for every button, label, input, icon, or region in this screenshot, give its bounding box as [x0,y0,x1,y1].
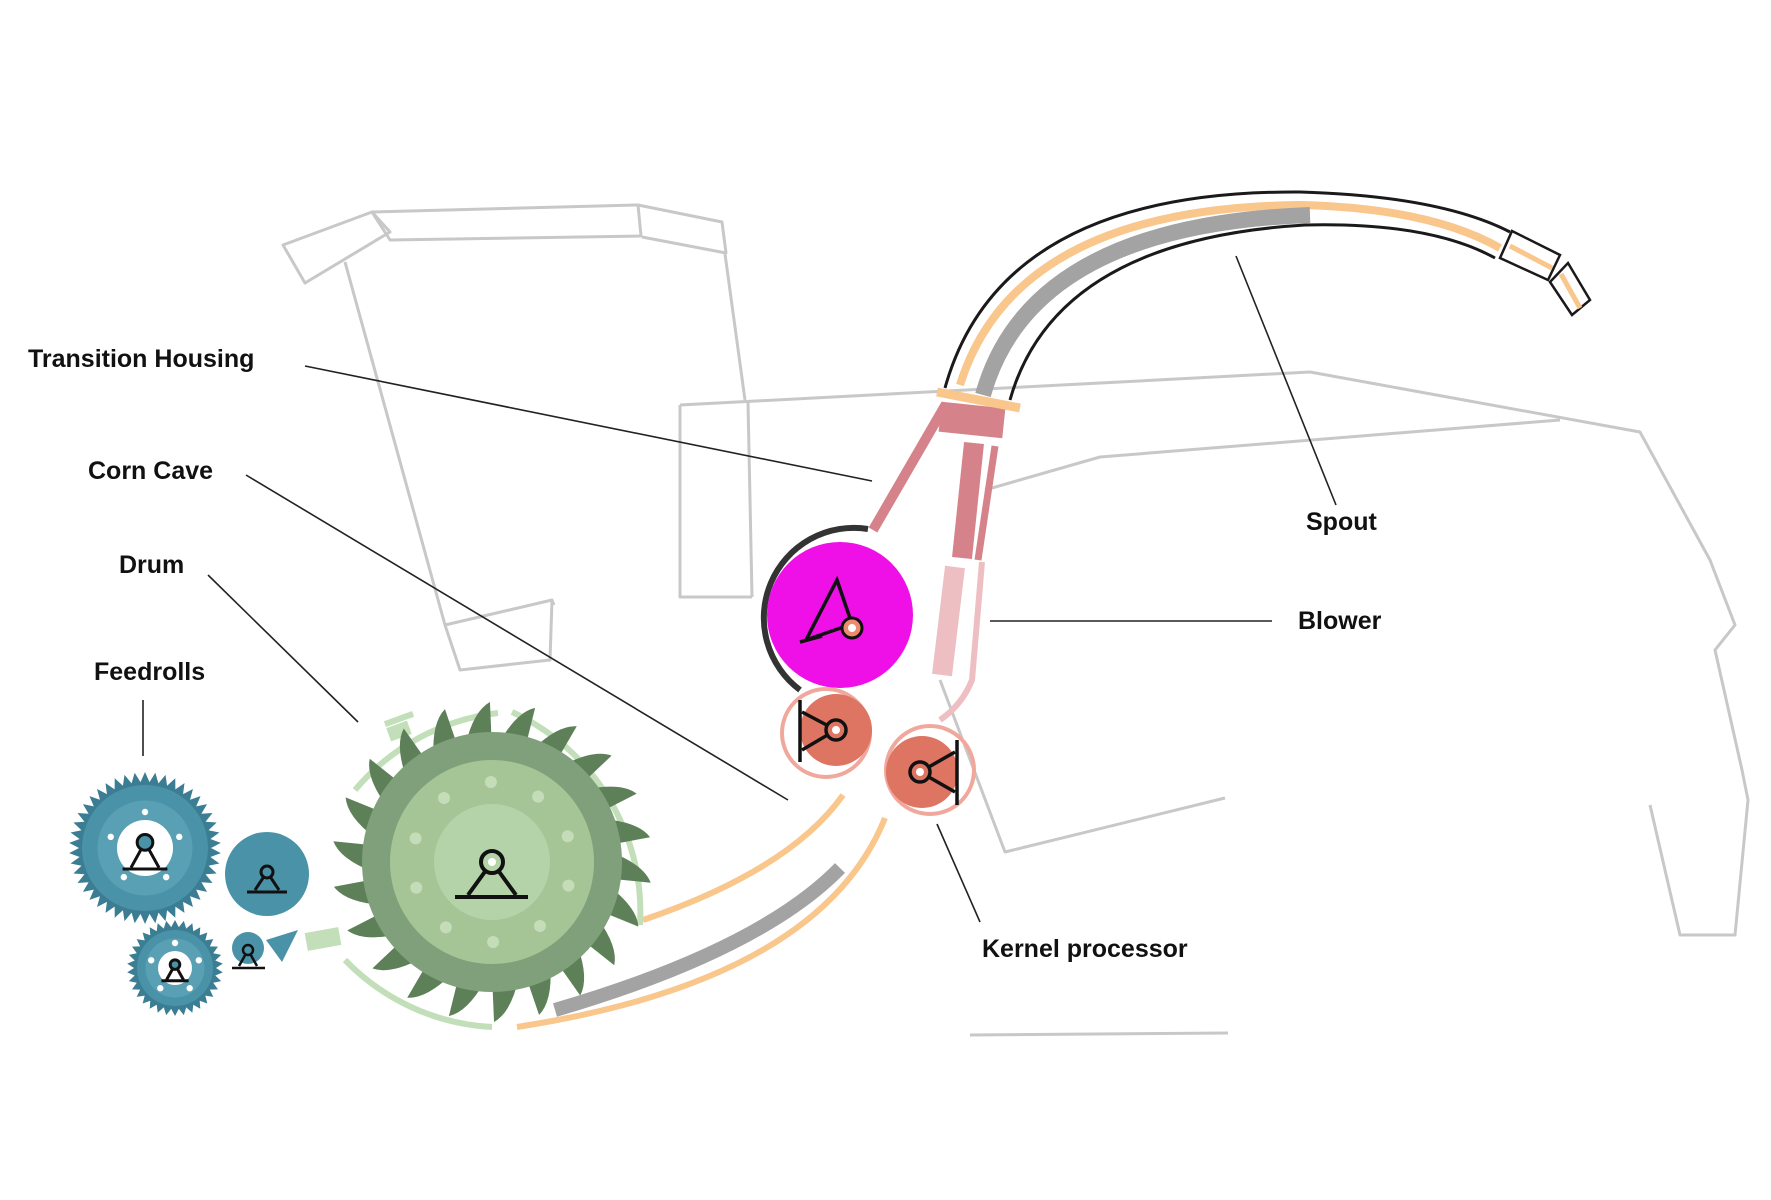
spout [943,190,1592,401]
label-transition-housing: Transition Housing [28,345,254,373]
leader-corn-cave [245,474,789,801]
feedroll-hole [120,873,128,881]
spout-orange-liner [956,200,1502,387]
transition-right-lower [938,561,985,723]
kernel-roll-right-ring [884,724,976,816]
transition-left-wall [868,401,951,533]
axle-bracket-icon [908,740,959,805]
axle-bracket-icon [122,833,168,871]
feedroll-hole [176,833,183,841]
feedroll-hole [162,873,170,881]
spout-tip-liner-1 [1508,243,1554,271]
body-lower-line [938,679,1226,854]
blower-rotor [767,542,913,688]
label-blower: Blower [1298,607,1382,635]
labels: Transition Housing Corn Cave Drum Feedro… [28,345,1382,963]
axle-bracket-icon [798,700,848,762]
axle-bracket-icon [455,849,528,899]
spout-tip-liner-2 [1558,272,1583,310]
leader-transition-housing [304,365,873,482]
label-kernel-processor: Kernel processor [982,935,1188,963]
feedroll-lower-front [127,920,223,1016]
corn-cave-orange-lower [516,816,888,1030]
spout-inner-wall [1008,223,1496,401]
drum-bolt [439,921,452,934]
feedroll-hole [171,939,179,947]
feedroll-hole [141,808,149,816]
spout-tip [1498,229,1592,317]
drum-bolt [484,776,497,789]
drum-bolt [487,935,500,948]
drum-bolt [410,881,423,894]
axle-bracket-icon [232,943,265,970]
machine-body [679,370,1750,937]
kernel-processor [780,687,976,816]
drum-bolt [562,879,575,892]
feedroll-hole [148,957,155,964]
transition-right-wall [974,445,999,561]
label-feedrolls: Feedrolls [94,658,205,686]
crop-flow [516,793,888,1030]
drum-housing-bracket-top [383,711,415,727]
drum-bolt [438,791,451,804]
corn-cave-gray-band [553,863,846,1017]
drum-housing-bracket [386,720,412,742]
transition-housing [868,387,1021,723]
axle-bracket-icon [247,864,287,894]
leader-drum [207,574,359,723]
label-spout: Spout [1306,508,1377,536]
drum-bolt [533,920,546,933]
label-drum: Drum [119,551,184,579]
feedroll-hole [107,833,114,841]
blower [760,524,913,693]
feedroll-hole [186,985,193,992]
ground-line [969,1031,1229,1037]
feedroll-upper-front [69,772,221,924]
feedrolls [69,772,342,1016]
cab-frame [343,253,747,672]
feed-plate [304,927,342,951]
corn-cave-orange-upper [642,793,846,923]
axle-bracket-icon [799,575,864,644]
drum-bolts [409,776,575,948]
spout-gray-band [975,207,1311,398]
spout-outer-wall [943,190,1511,389]
transition-neck [938,401,1006,439]
leader-spout [1235,255,1337,506]
drum-bolt [532,790,545,803]
drum-bolt [561,830,574,843]
label-corn-cave: Corn Cave [88,457,213,485]
feedroll-hole [157,985,164,992]
feedroll-pointer [266,930,298,962]
blower-housing-arc [760,524,869,693]
axle-bracket-icon [161,958,189,983]
spout-base-ring [936,387,1021,413]
transition-center-lower [932,565,965,677]
drum-bolt [409,832,422,845]
feedroll-hole [195,957,202,964]
leader-lines [142,255,1337,923]
drum [333,702,651,1030]
body-inner-line [678,401,1561,599]
cab-roof [281,203,728,285]
leader-kernel-processor [936,823,981,923]
transition-center-upper [952,441,984,560]
